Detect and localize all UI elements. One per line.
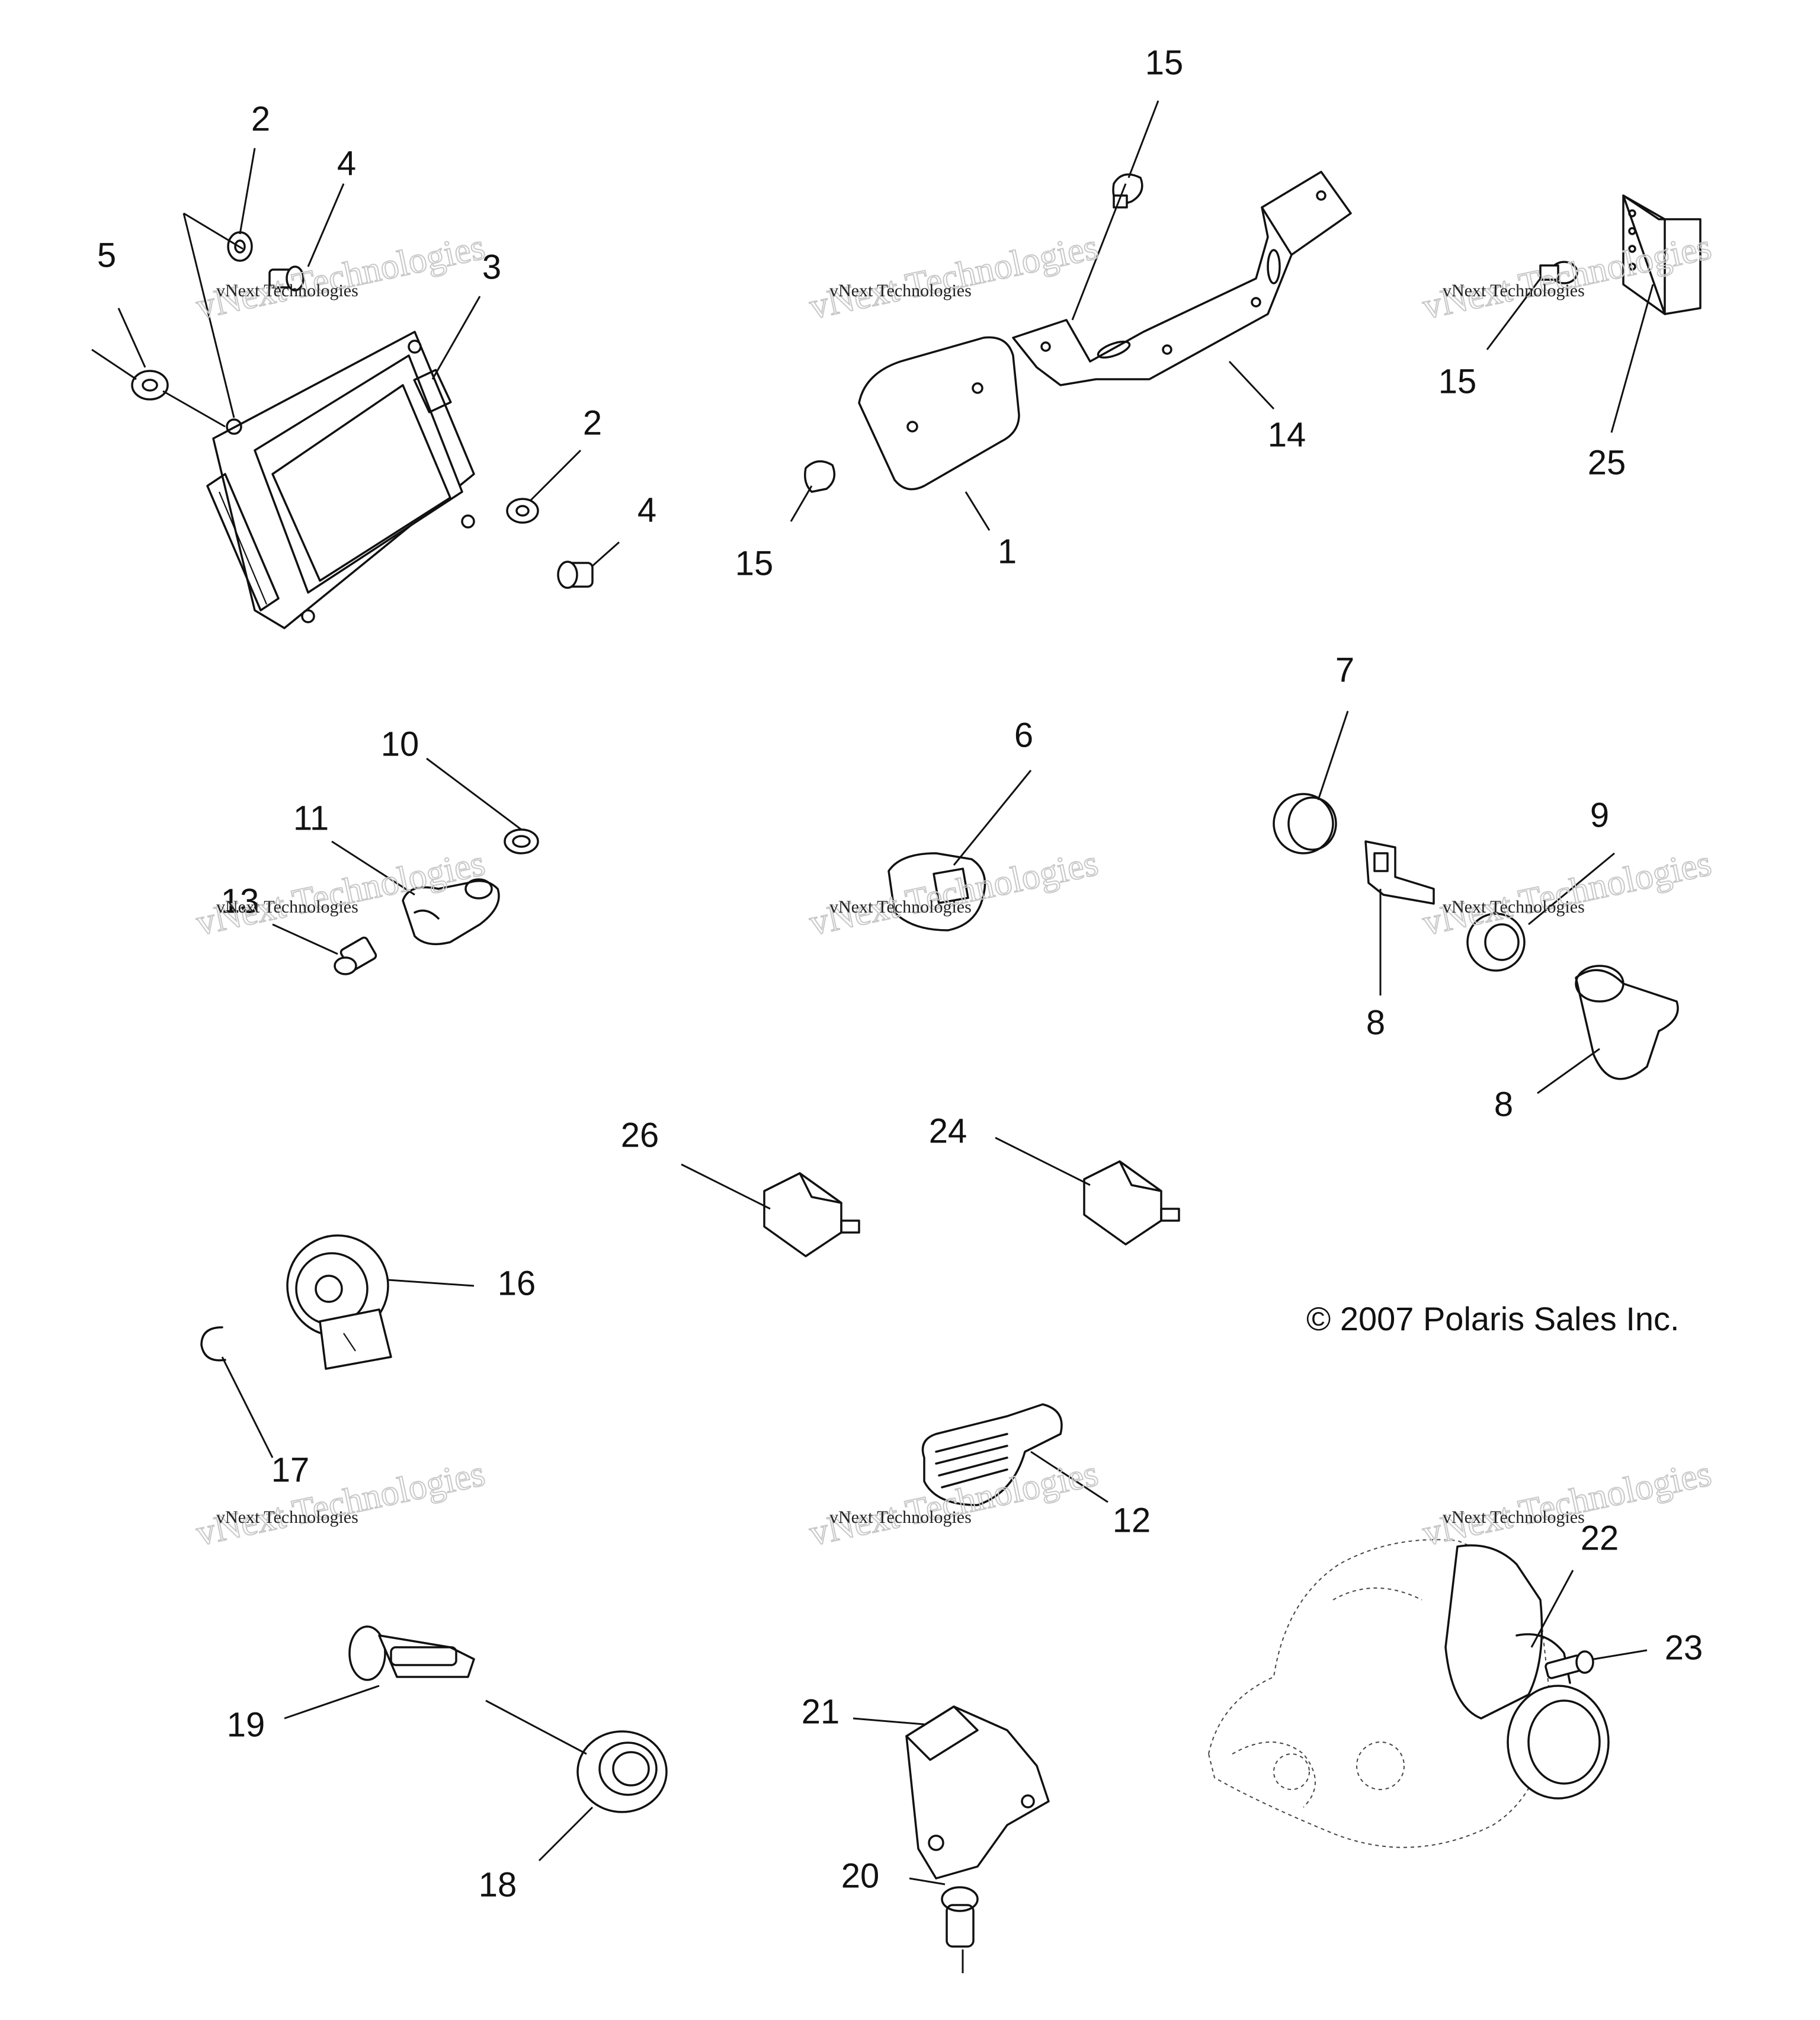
callout-10: 10: [381, 725, 419, 763]
screw-part-4b: [557, 561, 594, 589]
watermark-outline: vNext Technologies: [1419, 843, 1715, 943]
watermark-text: vNext Technologies: [216, 897, 358, 917]
temp-sensor-part-12: [921, 1403, 1063, 1506]
callout-22: 22: [1581, 1519, 1619, 1557]
knock-sensor-part-16: [286, 1234, 392, 1370]
callout-16: 16: [498, 1264, 536, 1302]
ecu-module-part: [206, 331, 475, 629]
callout-3: 3: [482, 248, 501, 286]
sensor-part-6: [887, 852, 986, 931]
watermark-outline: vNext Technologies: [806, 226, 1101, 327]
callout-25: 25: [1588, 443, 1626, 482]
callout-23: 23: [1665, 1628, 1703, 1667]
switch-part-8b: [1575, 965, 1679, 1080]
watermark-7: vNext Technologies vNext Technologies: [192, 1452, 489, 1554]
callout-13: 13: [221, 882, 259, 920]
callout-26: 26: [621, 1116, 659, 1154]
callout-11: 11: [293, 799, 329, 837]
watermark-2: vNext Technologies vNext Technologies: [805, 226, 1102, 328]
relay-part-25: [1622, 194, 1702, 315]
callout-4b: 4: [637, 491, 656, 529]
bolt-part-13: [334, 936, 377, 975]
callout-15b: 15: [735, 544, 774, 582]
watermark-text: vNext Technologies: [1443, 897, 1585, 917]
key-part-8a: [1364, 840, 1435, 905]
callout-1: 1: [998, 532, 1017, 571]
clip-part-17: [200, 1326, 226, 1362]
map-sensor-part-21: [905, 1705, 1050, 1880]
switch-part-24: [1083, 1160, 1180, 1246]
sensor-part-11: [402, 878, 500, 946]
watermark-outline: vNext Technologies: [1419, 1453, 1715, 1554]
callout-17: 17: [271, 1451, 310, 1489]
bulb-part-19: [348, 1625, 475, 1681]
callout-15c: 15: [1438, 362, 1477, 401]
callout-19: 19: [227, 1705, 265, 1744]
screw-part-4a: [268, 265, 305, 292]
callout-2b: 2: [583, 404, 602, 442]
callout-15a: 15: [1145, 43, 1184, 82]
watermark-text: vNext Technologies: [829, 897, 972, 917]
screw-part-23: [1545, 1650, 1594, 1679]
throttle-body-part-22: [1207, 1539, 1610, 1848]
callout-8a: 8: [1366, 1003, 1385, 1042]
callout-2a: 2: [251, 100, 270, 138]
callout-24: 24: [929, 1112, 967, 1150]
watermark-text: vNext Technologies: [1443, 281, 1585, 300]
callout-21: 21: [802, 1692, 840, 1731]
leader-lines: [91, 100, 1654, 1973]
switch-part-26: [763, 1172, 860, 1257]
copyright-notice: © 2007 Polaris Sales Inc.: [1306, 1300, 1680, 1337]
bracket-part-14: [1012, 171, 1352, 386]
callout-7: 7: [1335, 651, 1354, 689]
watermark-6: vNext Technologies vNext Technologies: [1418, 842, 1715, 944]
screw-part-15b: [804, 460, 836, 493]
watermark-outline: vNext Technologies: [193, 1453, 488, 1554]
watermark-text: vNext Technologies: [829, 1507, 972, 1527]
cover-part-1: [858, 336, 1020, 491]
oring-part-20: [941, 1886, 979, 1948]
callout-12: 12: [1113, 1501, 1151, 1539]
nut-part-9: [1466, 913, 1526, 972]
callout-14: 14: [1268, 415, 1306, 454]
watermark-text: vNext Technologies: [216, 1507, 358, 1527]
cap-part-7: [1273, 793, 1337, 854]
screw-part-15c: [1539, 261, 1578, 284]
watermark-text: vNext Technologies: [216, 281, 358, 300]
washer-part-2b: [506, 498, 539, 524]
washer-part-5: [131, 370, 169, 401]
callout-20: 20: [841, 1856, 880, 1895]
callout-9: 9: [1590, 796, 1609, 834]
watermark-text: vNext Technologies: [1443, 1507, 1585, 1527]
callout-8b: 8: [1494, 1085, 1513, 1123]
watermark-9: vNext Technologies vNext Technologies: [1418, 1452, 1715, 1554]
grommet-part-18: [576, 1730, 668, 1813]
callout-18: 18: [479, 1865, 517, 1904]
washer-part-10: [504, 828, 539, 854]
callout-labels: 1 2 2 3 4 4 5 6 7 8 8 9 10 11 12 13 14 1…: [97, 43, 1703, 1904]
callout-4a: 4: [337, 144, 356, 183]
watermark-text: vNext Technologies: [829, 281, 972, 300]
callout-5: 5: [97, 236, 116, 274]
callout-6: 6: [1014, 716, 1033, 754]
